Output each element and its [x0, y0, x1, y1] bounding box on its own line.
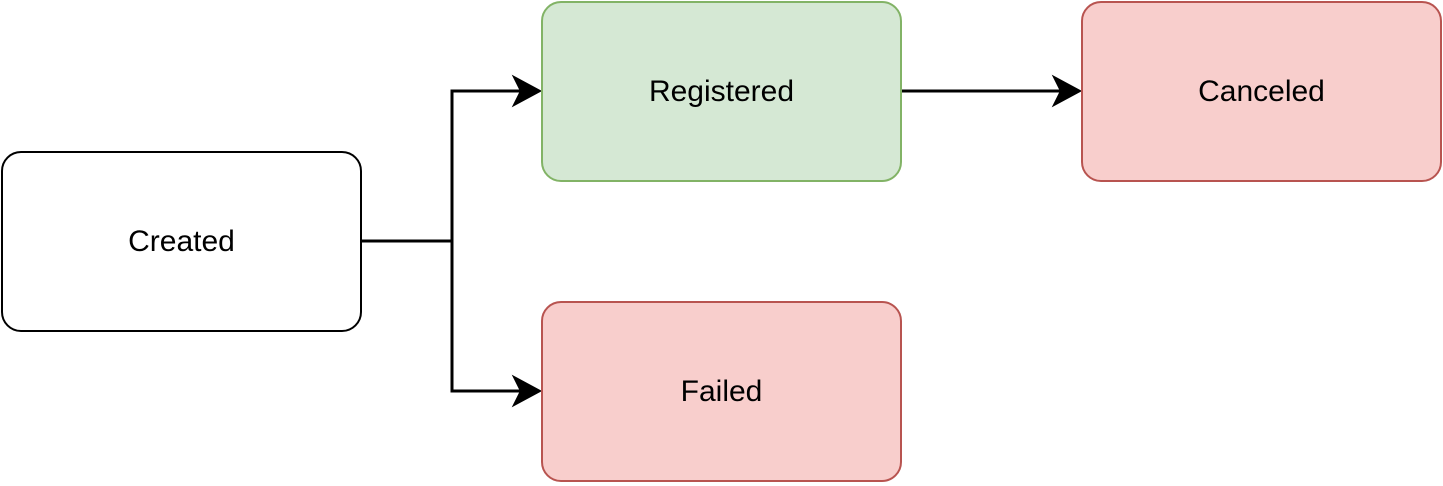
edge-created-to-failed	[450, 241, 521, 393]
state-node-failed[interactable]: Failed	[541, 301, 902, 482]
arrowhead-canceled-icon	[1051, 74, 1083, 108]
state-node-created[interactable]: Created	[1, 151, 362, 332]
edge-created-to-registered	[362, 89, 521, 243]
arrowhead-registered-icon	[511, 74, 543, 108]
state-label-registered: Registered	[648, 74, 795, 108]
state-label-created: Created	[128, 224, 235, 258]
arrowhead-failed-icon	[511, 374, 543, 408]
state-node-canceled[interactable]: Canceled	[1081, 1, 1442, 182]
state-label-failed: Failed	[680, 374, 763, 408]
state-label-canceled: Canceled	[1198, 74, 1325, 108]
state-node-registered[interactable]: Registered	[541, 1, 902, 182]
